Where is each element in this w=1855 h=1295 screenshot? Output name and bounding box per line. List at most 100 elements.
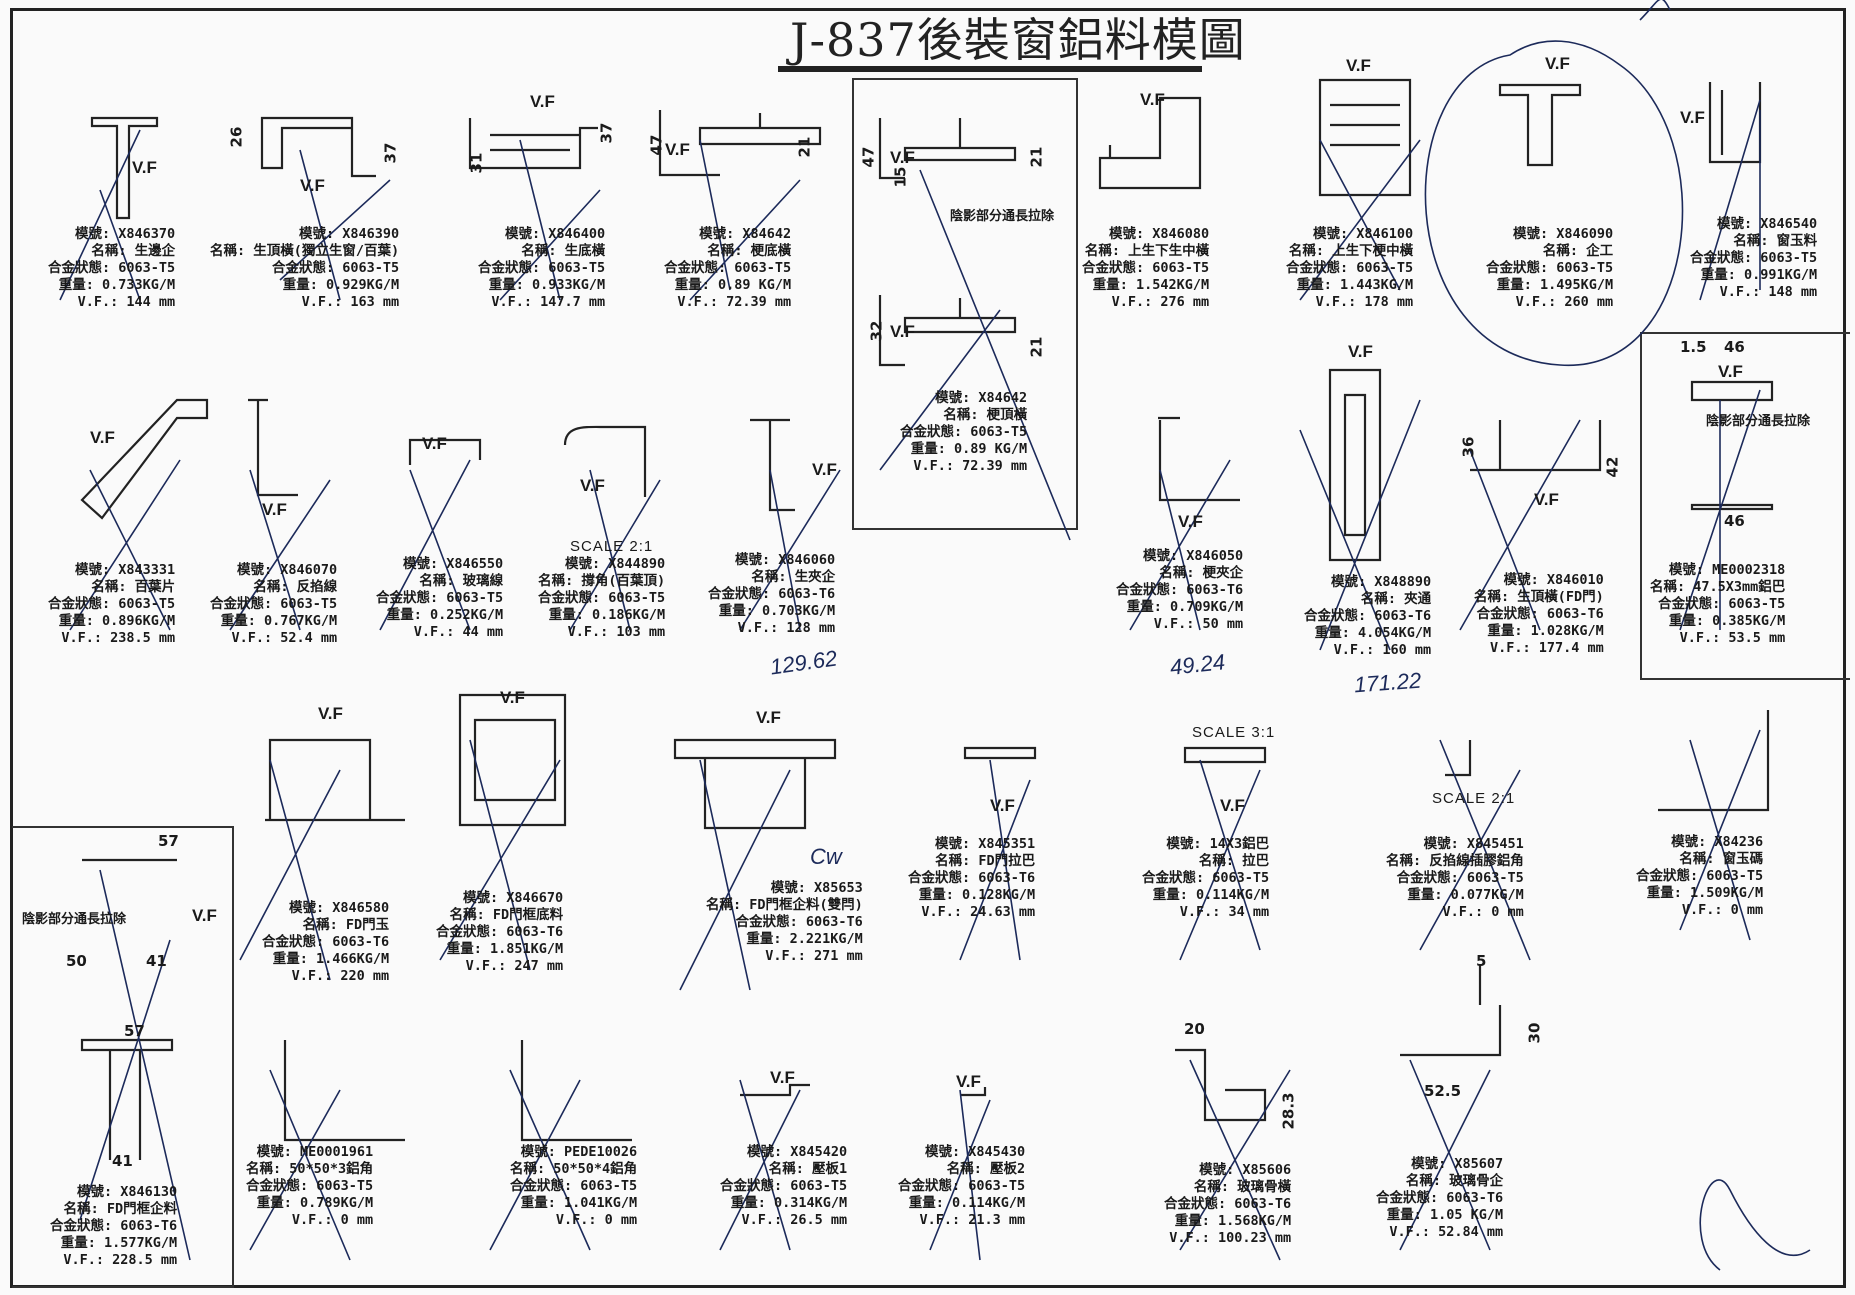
vf-marker: V.F	[990, 796, 1015, 815]
spec-vf: V.F.: 24.63 mm	[921, 904, 1036, 920]
spec-alloy: 合金狀態: 6063-T5	[271, 260, 400, 276]
profile-x846540	[1708, 82, 1762, 164]
spec-mold: 模號: X845420	[747, 1144, 848, 1160]
profile-x843331	[80, 398, 209, 520]
profile-x846390	[260, 116, 376, 178]
handwritten-note: 171.22	[1353, 667, 1423, 698]
profile-x84236	[1658, 710, 1770, 812]
spec-weight: 重量: 1.05 KG/M	[1386, 1207, 1504, 1223]
spec-name: 名稱: FD門拉巴	[935, 853, 1036, 869]
vf-marker: V.F	[890, 148, 915, 167]
profile-x845430	[960, 1087, 987, 1097]
shade-note: 陰影部分通長拉除	[22, 912, 127, 927]
spec-vf: V.F.: 53.5 mm	[1679, 630, 1786, 646]
profile-x848890	[1328, 368, 1382, 562]
spec-alloy: 合金狀態: 6063-T5	[664, 260, 792, 276]
vf-marker: V.F	[192, 906, 217, 925]
spec-vf: V.F.: 0 mm	[1442, 904, 1524, 920]
profile-x85653	[673, 738, 837, 830]
spec-vf: V.F.: 26.5 mm	[741, 1212, 848, 1228]
spec-name: 名稱: 反掐線插膠鋁角	[1386, 853, 1524, 869]
spec-mold: 模號: X846080	[1109, 226, 1210, 242]
profile-x844890	[563, 425, 647, 497]
profile-x846100	[1318, 78, 1412, 197]
profile-x846580	[265, 738, 405, 822]
spec-vf: V.F.: 128 mm	[737, 620, 836, 636]
vf-marker: V.F	[262, 500, 287, 519]
spec-mold: 模號: X85653	[770, 880, 863, 896]
spec-alloy: 合金狀態: 6063-T6	[1304, 608, 1432, 624]
profile-x846010	[1470, 420, 1602, 472]
spec-vf: V.F.: 178 mm	[1315, 294, 1414, 310]
spec-alloy: 合金狀態: 6063-T5	[1690, 250, 1818, 266]
vf-marker: V.F	[132, 158, 157, 177]
dim-label: 50	[66, 952, 87, 970]
vf-marker: V.F	[1346, 56, 1371, 75]
profile-x84642-c	[878, 295, 1017, 367]
spec-vf: V.F.: 34 mm	[1179, 904, 1270, 920]
vf-marker: V.F	[300, 176, 325, 195]
dim-label: 47	[647, 134, 666, 156]
spec-weight: 重量: 1.041KG/M	[520, 1195, 638, 1211]
dim-label: 21	[795, 136, 814, 158]
spec-name: 名稱: 企工	[1542, 243, 1614, 259]
spec-alloy: 合金狀態: 6063-T5	[900, 424, 1028, 440]
spec-name: 名稱: 壓板1	[768, 1161, 848, 1177]
spec-alloy: 合金狀態: 6063-T5	[1658, 596, 1786, 612]
profile-x846060	[750, 418, 795, 512]
dim-label: 36	[1459, 436, 1478, 458]
spec-name: 名稱: 撐角(百葉頂)	[538, 573, 666, 589]
spec-mold: 模號: 14X3鋁巴	[1166, 836, 1270, 852]
spec-vf: V.F.: 21.3 mm	[919, 1212, 1026, 1228]
profile-x846050	[1158, 416, 1240, 502]
dim-label: 5	[1476, 952, 1487, 970]
profile-x846130	[80, 858, 177, 1160]
spec-mold: 模號: ME0001961	[256, 1144, 374, 1160]
spec-name: 名稱: 上生下梗中橫	[1288, 243, 1414, 259]
spec-alloy: 合金狀態: 6063-T5	[898, 1178, 1026, 1194]
dim-label: 32	[867, 320, 886, 342]
spec-vf: V.F.: 260 mm	[1515, 294, 1614, 310]
spec-name: 名稱: 47.5X3mm鋁巴	[1650, 579, 1786, 595]
vf-marker: V.F	[580, 476, 605, 495]
spec-vf: V.F.: 72.39 mm	[677, 294, 792, 310]
spec-mold: 模號: X846370	[75, 226, 176, 242]
vf-marker: V.F	[1220, 796, 1245, 815]
dim-label: 46	[1724, 338, 1745, 356]
spec-mold: 模號: X846130	[77, 1184, 178, 1200]
spec-name: 名稱: 生邊企	[91, 243, 176, 259]
group-box-x846130	[12, 826, 234, 1288]
spec-mold: 模號: X846090	[1513, 226, 1614, 242]
profile-x846090	[1498, 83, 1582, 167]
vf-marker: V.F	[1348, 342, 1373, 361]
group-box-x84642	[852, 78, 1078, 530]
dim-label: 21	[1027, 336, 1046, 358]
spec-vf: V.F.: 50 mm	[1153, 616, 1244, 632]
dim-label: 20	[1184, 1020, 1205, 1038]
profile-x84642-a	[658, 110, 822, 177]
spec-alloy: 合金狀態: 6063-T5	[48, 596, 176, 612]
spec-mold: 模號: X846390	[298, 226, 400, 242]
profile-x846070	[248, 398, 298, 497]
spec-alloy: 合金狀態: 6063-T6	[908, 870, 1036, 886]
spec-vf: V.F.: 147.7 mm	[491, 294, 606, 310]
vf-marker: V.F	[1718, 362, 1743, 381]
dim-label: 57	[124, 1022, 145, 1040]
profile-x846080	[1098, 96, 1202, 190]
profile-me0001961	[283, 1040, 405, 1142]
spec-alloy: 合金狀態: 6063-T5	[1082, 260, 1210, 276]
spec-vf: V.F.: 238.5 mm	[61, 630, 176, 646]
vf-marker: V.F	[890, 322, 915, 341]
spec-alloy: 合金狀態: 6063-T6	[1476, 606, 1604, 622]
vf-marker: V.F	[1680, 108, 1705, 127]
